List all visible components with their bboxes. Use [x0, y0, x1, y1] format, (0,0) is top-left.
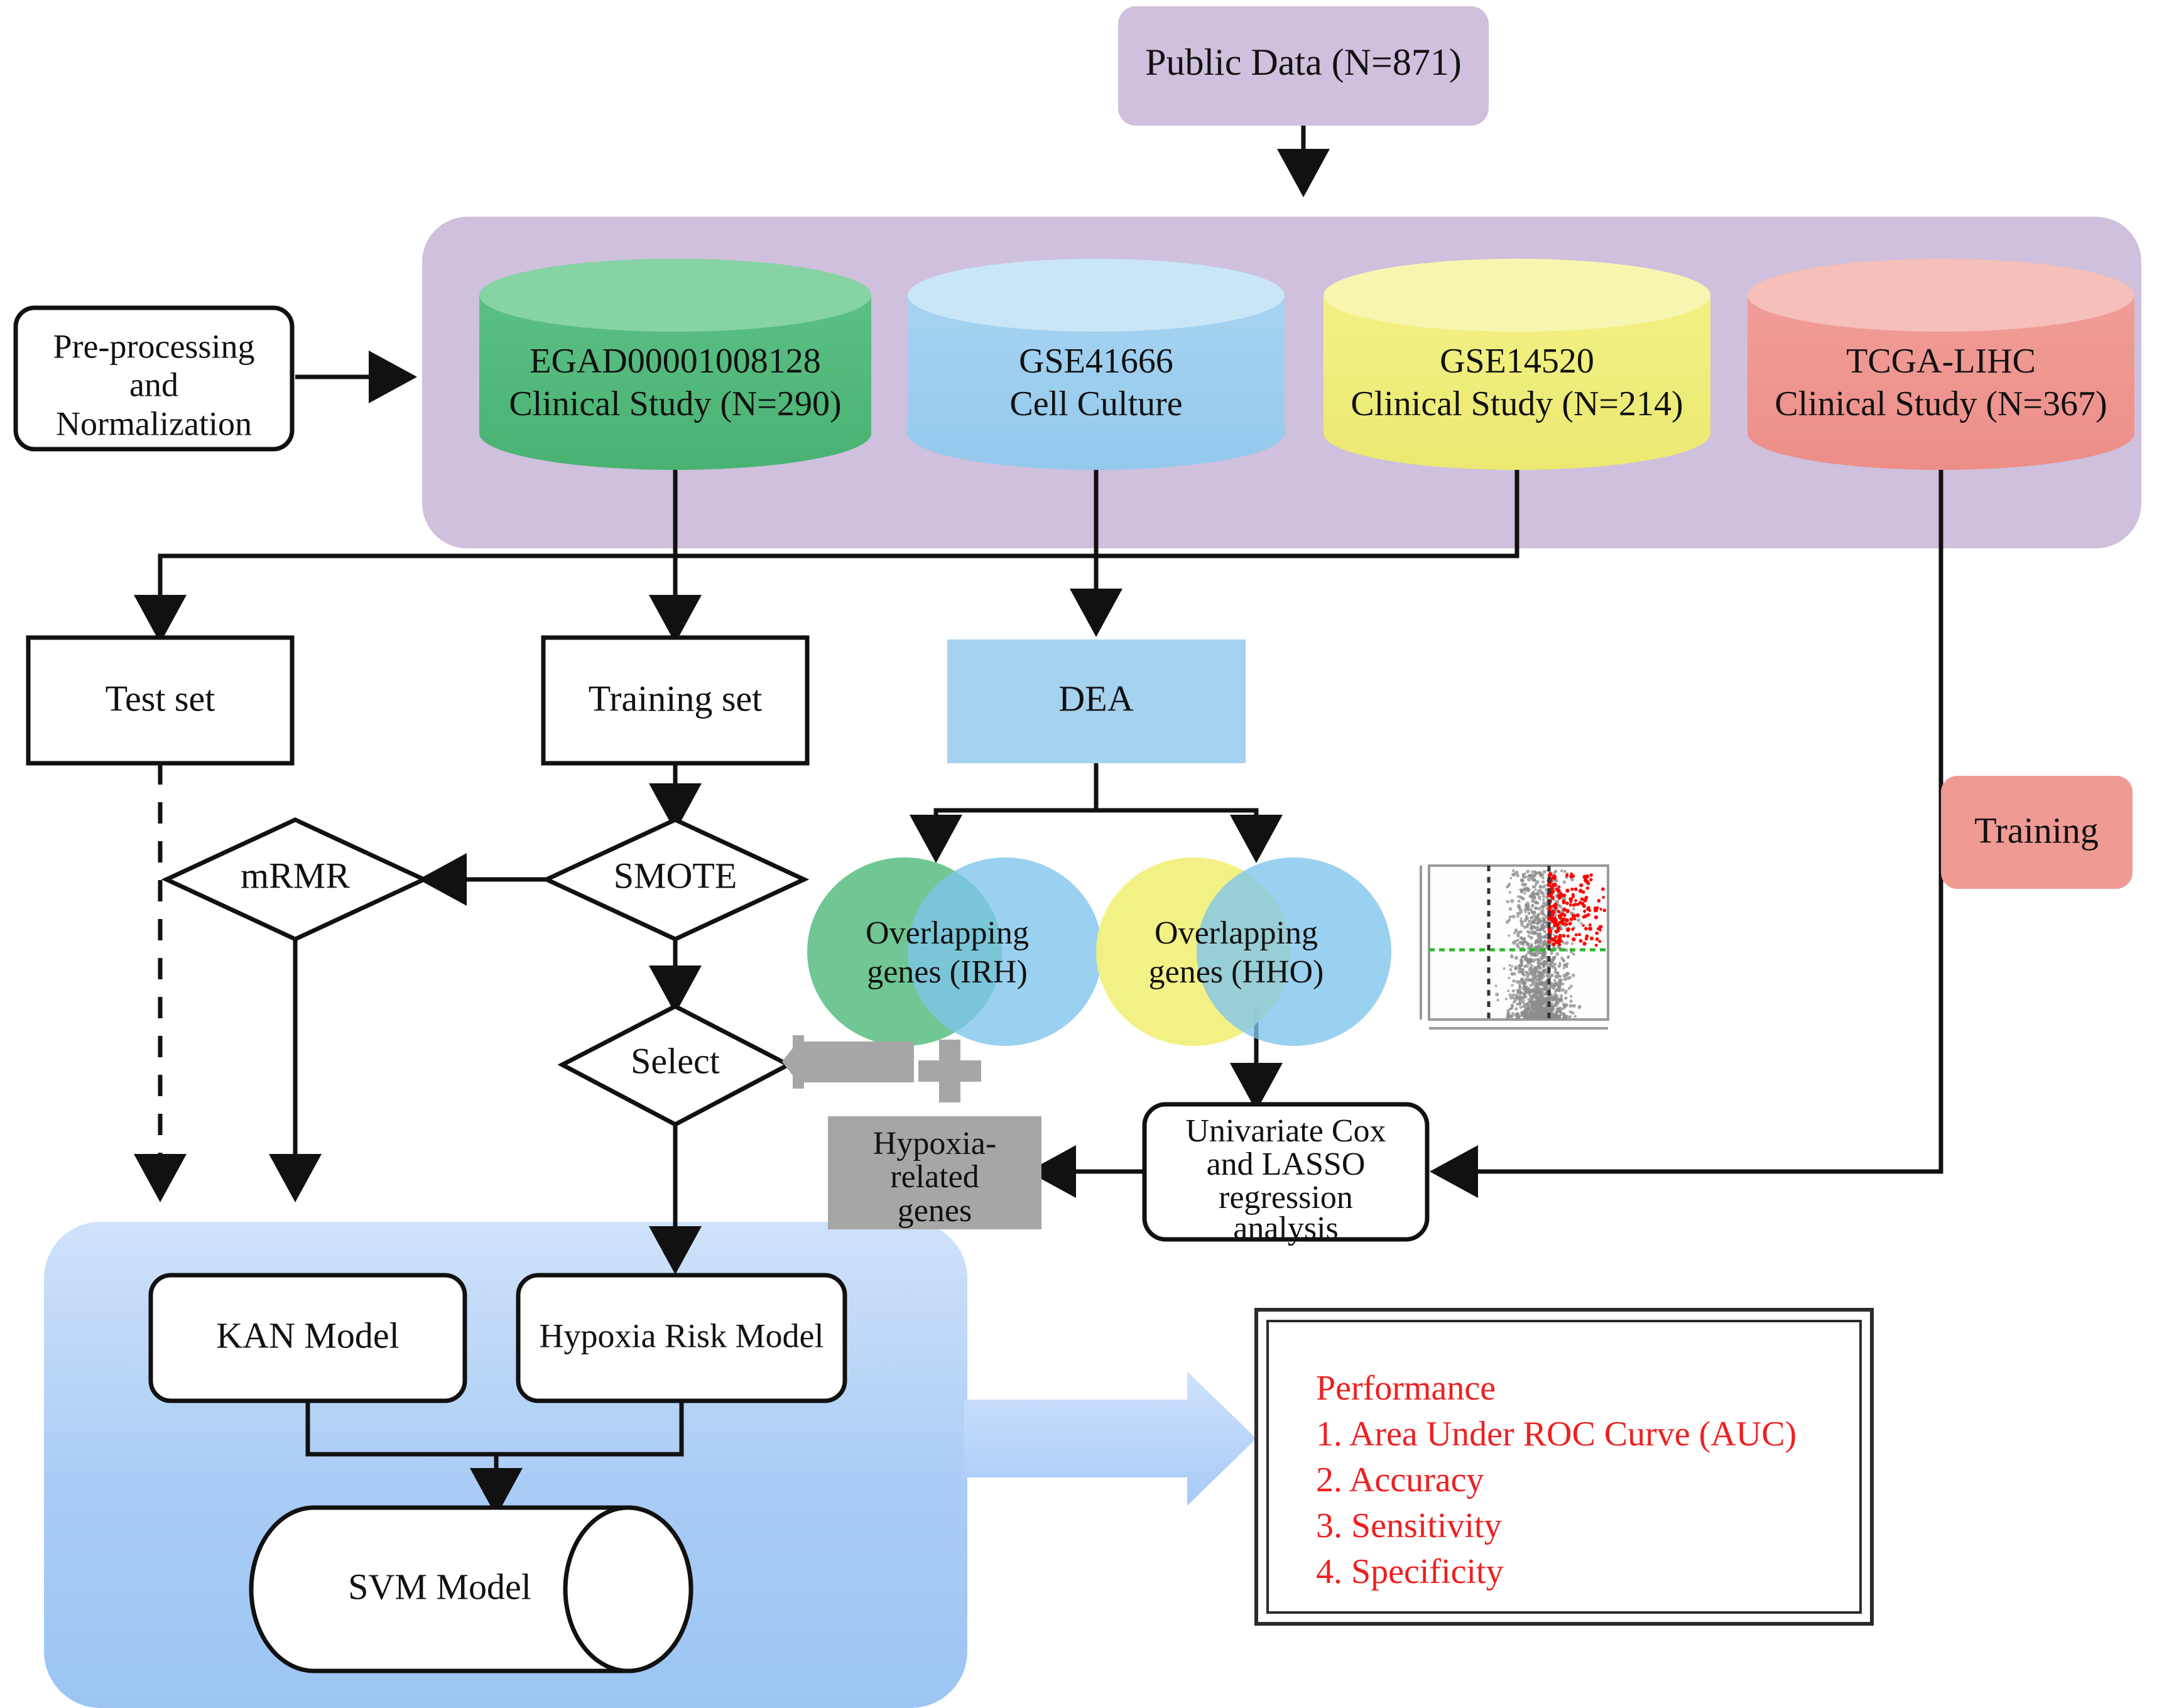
performance-box: Performance 1. Area Under ROC Curve (AUC… — [1254, 1308, 1874, 1626]
performance-item-2: 2. Accuracy — [1316, 1461, 1484, 1499]
mrmr-node[interactable]: mRMR — [161, 817, 430, 942]
training-badge-label: Training — [1974, 810, 2099, 851]
hypoxia-risk-model-label: Hypoxia Risk Model — [540, 1317, 824, 1354]
db-gse14520-detail: Clinical Study (N=214) — [1351, 384, 1683, 423]
venn-hho-line-2: genes (HHO) — [1149, 954, 1324, 990]
db-gse14520-name: GSE14520 — [1440, 342, 1594, 381]
dea-node[interactable]: DEA — [947, 639, 1246, 763]
db-tcga-detail: Clinical Study (N=367) — [1775, 384, 2107, 423]
venn-irh-line-2: genes (IRH) — [867, 954, 1028, 990]
database-cylinder-tcga-lihc[interactable]: TCGA-LIHC Clinical Study (N=367) — [1747, 259, 2134, 470]
preprocessing-line-3: Normalization — [56, 405, 252, 442]
hypoxia-related-genes-node[interactable]: Hypoxia- related genes — [828, 1116, 1041, 1229]
gray-plus-icon — [918, 1040, 981, 1102]
training-badge[interactable]: Training — [1941, 776, 2133, 889]
dea-label: DEA — [1058, 678, 1133, 719]
select-node[interactable]: Select — [557, 1004, 793, 1127]
cox-line-4: analysis — [1233, 1210, 1339, 1246]
database-cylinder-gse14520[interactable]: GSE14520 Clinical Study (N=214) — [1323, 259, 1710, 470]
select-label: Select — [631, 1040, 720, 1081]
gray-left-arrow-icon — [782, 1035, 914, 1089]
database-cylinder-egad[interactable]: EGAD00001008128 Clinical Study (N=290) — [479, 259, 871, 470]
svm-model-label: SVM Model — [348, 1566, 531, 1607]
hypoxia-genes-line-3: genes — [898, 1193, 972, 1229]
kan-model-node[interactable]: KAN Model — [148, 1273, 467, 1403]
cox-line-2: and LASSO — [1207, 1146, 1366, 1182]
volcano-plot — [1420, 864, 1609, 1030]
performance-heading: Performance — [1316, 1369, 1496, 1408]
svm-model-node[interactable]: SVM Model — [249, 1505, 693, 1673]
db-gse41666-detail: Cell Culture — [1009, 384, 1182, 423]
public-data-label: Public Data (N=871) — [1145, 41, 1462, 83]
test-set-label: Test set — [106, 678, 215, 719]
training-set-label: Training set — [589, 678, 763, 719]
database-cylinder-gse41666[interactable]: GSE41666 Cell Culture — [908, 259, 1285, 470]
db-gse41666-name: GSE41666 — [1019, 342, 1173, 381]
performance-item-1: 1. Area Under ROC Curve (AUC) — [1316, 1415, 1796, 1454]
smote-node[interactable]: SMOTE — [541, 817, 810, 942]
venn-irh[interactable]: Overlapping genes (IRH) — [807, 857, 1102, 1046]
preprocessing-line-1: Pre-processing — [53, 327, 255, 365]
kan-model-label: KAN Model — [216, 1315, 399, 1356]
training-set-node[interactable]: Training set — [541, 635, 810, 766]
preprocessing-node[interactable]: Pre-processing and Normalization — [13, 305, 295, 452]
db-egad-detail: Clinical Study (N=290) — [509, 384, 841, 423]
preprocessing-line-2: and — [129, 366, 178, 403]
public-data-node[interactable]: Public Data (N=871) — [1118, 6, 1489, 126]
db-egad-name: EGAD00001008128 — [530, 342, 821, 381]
venn-hho[interactable]: Overlapping genes (HHO) — [1096, 857, 1391, 1046]
test-set-node[interactable]: Test set — [26, 635, 295, 766]
cox-line-1: Univariate Cox — [1185, 1113, 1386, 1149]
performance-item-3: 3. Sensitivity — [1316, 1506, 1502, 1545]
results-flow-arrow-icon — [964, 1371, 1256, 1506]
db-tcga-name: TCGA-LIHC — [1846, 342, 2036, 381]
cox-lasso-node[interactable]: Univariate Cox and LASSO regression anal… — [1142, 1102, 1430, 1246]
smote-label: SMOTE — [614, 855, 737, 896]
hypoxia-risk-model-node[interactable]: Hypoxia Risk Model — [516, 1273, 847, 1403]
venn-hho-line-1: Overlapping — [1155, 915, 1318, 951]
hypoxia-genes-line-1: Hypoxia- — [873, 1126, 996, 1161]
venn-irh-line-1: Overlapping — [866, 915, 1029, 951]
hypoxia-genes-line-2: related — [890, 1159, 979, 1195]
mrmr-label: mRMR — [241, 855, 350, 896]
cox-line-3: regression — [1219, 1180, 1353, 1216]
performance-item-4: 4. Specificity — [1316, 1552, 1504, 1591]
